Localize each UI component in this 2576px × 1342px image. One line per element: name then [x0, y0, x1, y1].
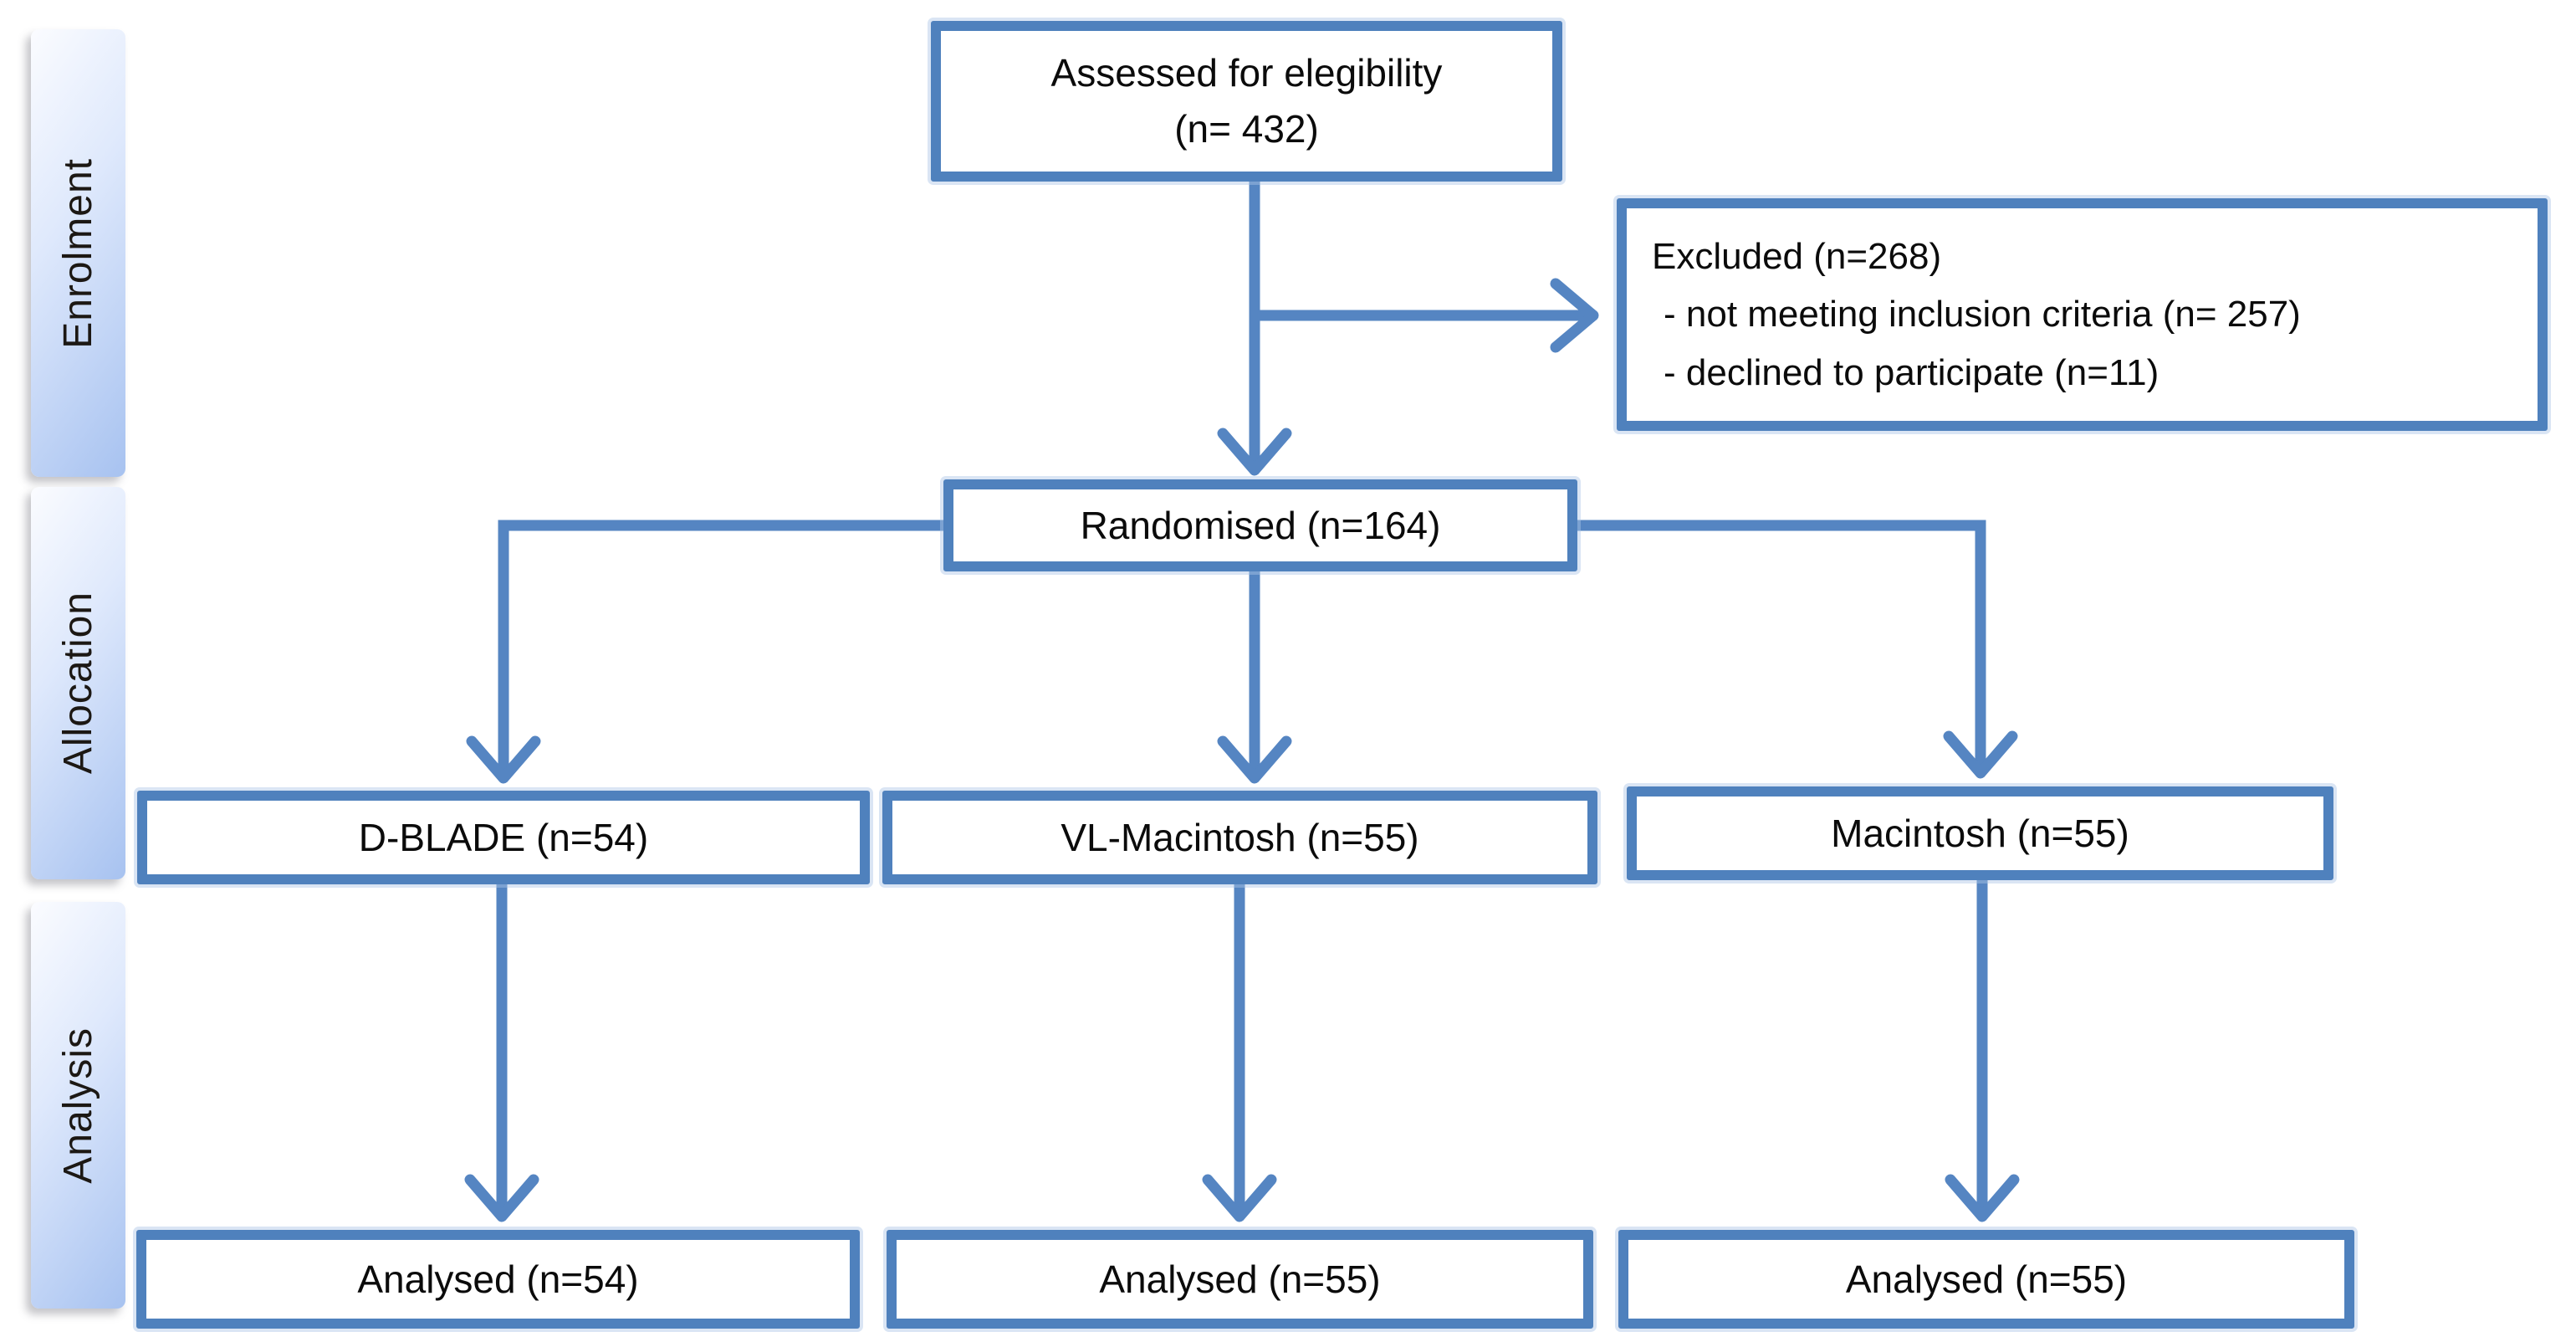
- stage-label-allocation: Allocation: [56, 592, 100, 775]
- arrowhead-into-macintosh: [1943, 730, 2018, 779]
- arrowhead-into-analysed-3: [1945, 1174, 2020, 1222]
- analysed-vlmacintosh-label: Analysed (n=55): [1099, 1257, 1381, 1301]
- arm-vlmacintosh-label: VL-Macintosh (n=55): [1061, 815, 1419, 859]
- analysed-vlmacintosh-box: Analysed (n=55): [887, 1230, 1593, 1329]
- arm-dblade-box: D-BLADE (n=54): [137, 791, 870, 884]
- stage-pill-enrolment: Enrolment: [31, 29, 125, 477]
- stage-pill-analysis: Analysis: [31, 902, 125, 1309]
- arm-dblade-label: D-BLADE (n=54): [358, 815, 649, 859]
- excluded-reason-item: - not meeting inclusion criteria (n= 257…: [1664, 294, 2301, 336]
- excluded-box-title: Excluded (n=268): [1652, 235, 1942, 277]
- excluded-box: Excluded (n=268) - not meeting inclusion…: [1617, 198, 2548, 431]
- arm-vlmacintosh-box: VL-Macintosh (n=55): [882, 791, 1597, 884]
- stage-label-enrolment: Enrolment: [56, 157, 100, 349]
- assessed-box-line2: (n= 432): [1174, 107, 1319, 151]
- arrowhead-into-vlmacintosh: [1217, 735, 1292, 784]
- connector-randomised-to-dblade: [498, 520, 943, 776]
- connector-randomised-to-macintosh: [1577, 520, 1986, 771]
- randomised-box-label: Randomised (n=164): [1080, 503, 1441, 547]
- arrowhead-into-excluded: [1550, 278, 1599, 353]
- arrowhead-into-analysed-2: [1202, 1174, 1277, 1222]
- arm-macintosh-box: Macintosh (n=55): [1627, 786, 2333, 880]
- arrowhead-into-randomised: [1217, 428, 1292, 476]
- arrowhead-into-dblade: [466, 735, 541, 784]
- arm-macintosh-label: Macintosh (n=55): [1831, 811, 2129, 855]
- assessed-box-line1: Assessed for elegibility: [1050, 51, 1443, 95]
- stage-label-analysis: Analysis: [56, 1027, 100, 1184]
- stage-pill-allocation: Allocation: [31, 487, 125, 879]
- analysed-dblade-box: Analysed (n=54): [136, 1230, 860, 1329]
- analysed-dblade-label: Analysed (n=54): [357, 1257, 639, 1301]
- arrowhead-into-analysed-1: [464, 1174, 539, 1222]
- randomised-box: Randomised (n=164): [943, 479, 1577, 571]
- analysed-macintosh-box: Analysed (n=55): [1618, 1230, 2354, 1329]
- analysed-macintosh-label: Analysed (n=55): [1845, 1257, 2128, 1301]
- assessed-for-eligibility-box: Assessed for elegibility (n= 432): [931, 21, 1562, 182]
- excluded-reason-item: - declined to participate (n=11): [1664, 351, 2159, 393]
